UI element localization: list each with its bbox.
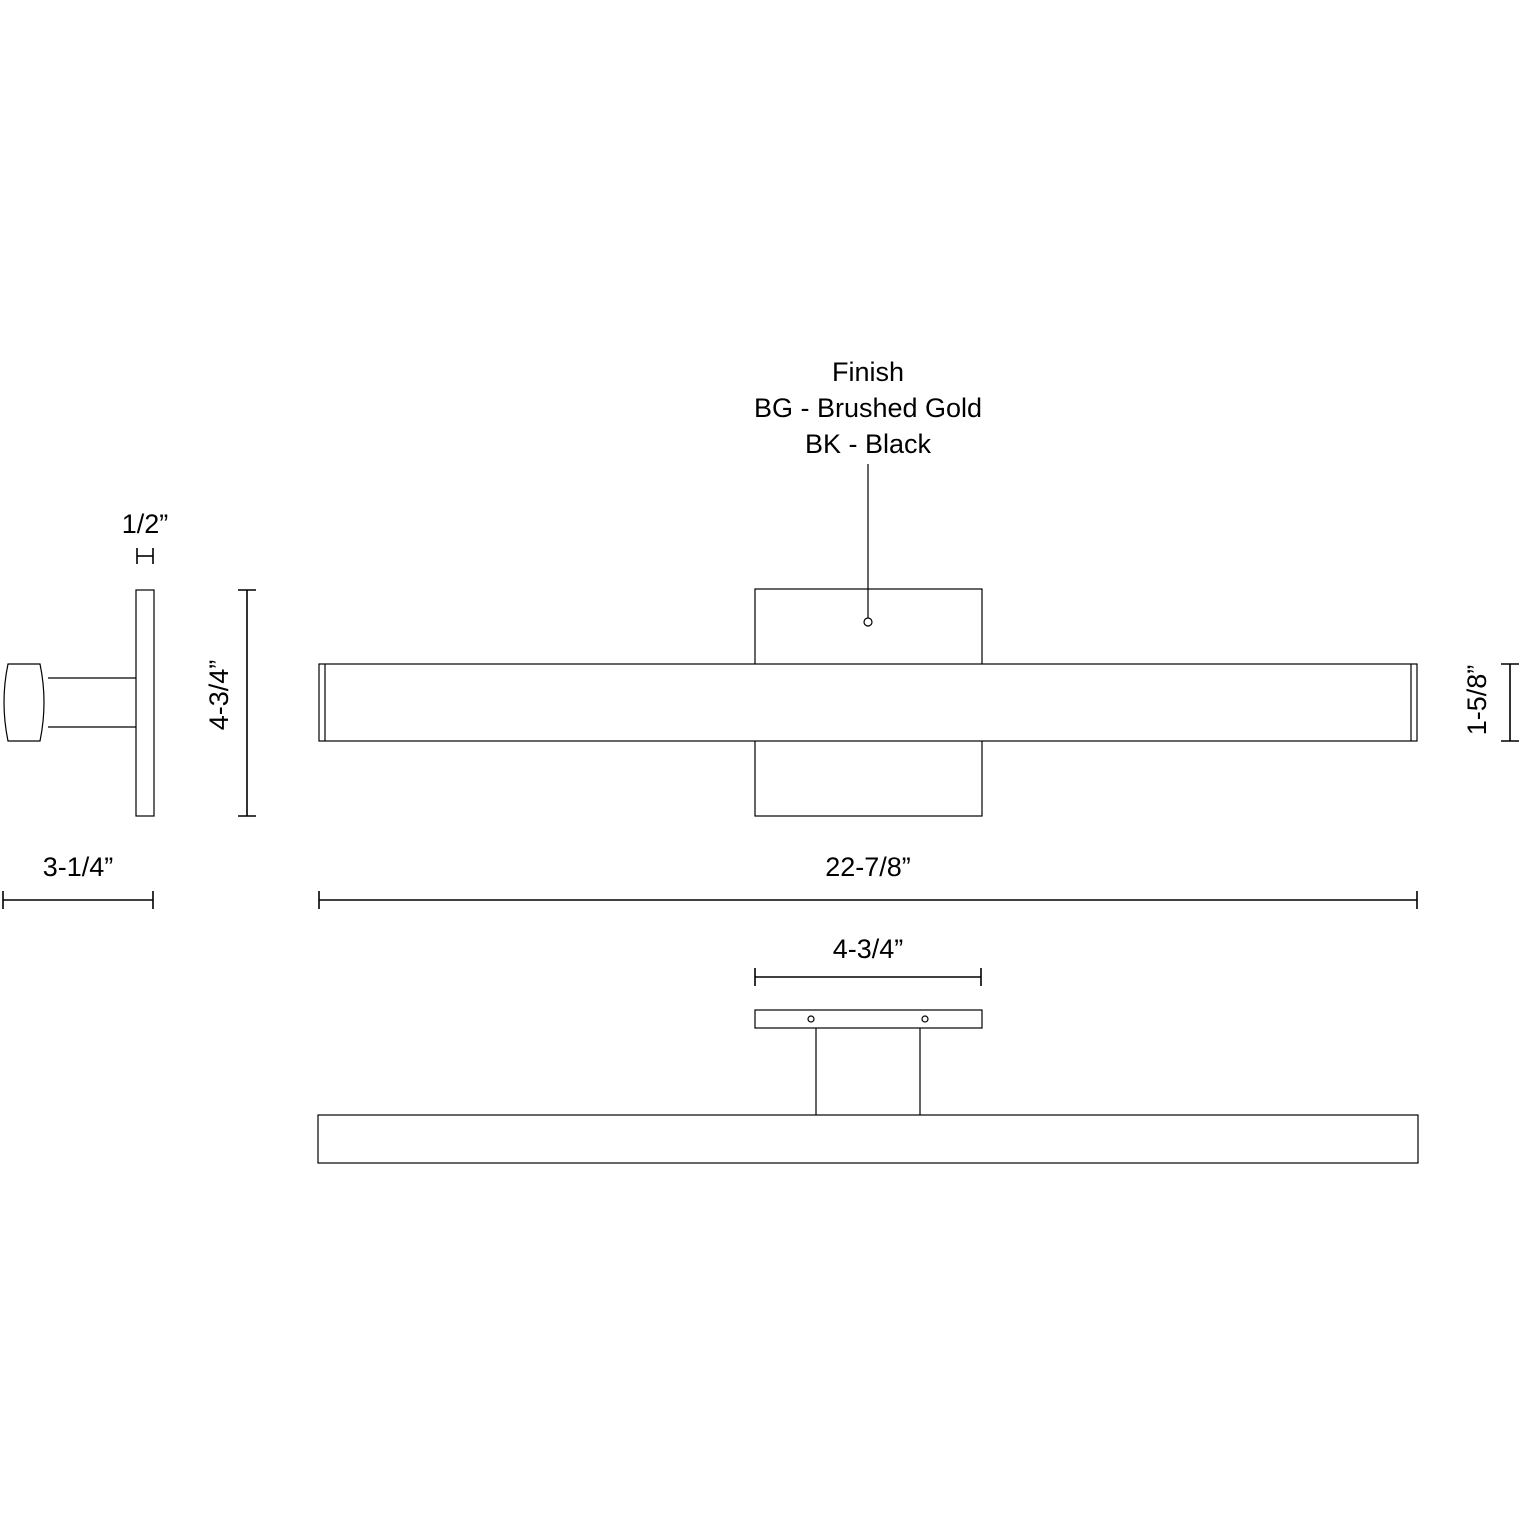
front-view: Finish BG - Brushed Gold BK - Black 1-5/… — [318, 357, 1519, 909]
label-backplate-height: 4-3/4” — [204, 660, 234, 731]
label-backplate-width: 4-3/4” — [833, 934, 904, 964]
side-wall-plate — [135, 589, 155, 817]
dim-overall-length: 22-7/8” — [318, 852, 1418, 909]
finish-option-bg: BG - Brushed Gold — [754, 393, 982, 423]
finish-title: Finish — [832, 357, 904, 387]
mounting-hole-right — [921, 1015, 929, 1023]
top-light-bar — [317, 1114, 1419, 1164]
dim-depth: 3-1/4” — [2, 852, 154, 909]
mounting-hole-left — [807, 1015, 815, 1023]
dim-backplate-width: 4-3/4” — [754, 934, 982, 986]
side-view: 1/2” 4-3/4” 3-1/4” — [2, 509, 256, 909]
label-depth: 3-1/4” — [43, 852, 114, 882]
top-mounting-plate — [754, 1009, 983, 1029]
dim-bar-height: 1-5/8” — [1462, 663, 1519, 742]
front-light-bar — [318, 663, 1418, 742]
finish-option-bk: BK - Black — [805, 429, 932, 459]
top-view: 4-3/4” — [317, 934, 1419, 1164]
label-bar-height: 1-5/8” — [1462, 665, 1492, 736]
label-overall-length: 22-7/8” — [825, 852, 911, 882]
dim-backplate-height: 4-3/4” — [204, 589, 256, 817]
dim-plate-thickness: 1/2” — [122, 509, 169, 564]
label-plate-thickness: 1/2” — [122, 509, 169, 539]
finish-callout-point — [863, 617, 873, 627]
side-light-head — [3, 663, 45, 742]
